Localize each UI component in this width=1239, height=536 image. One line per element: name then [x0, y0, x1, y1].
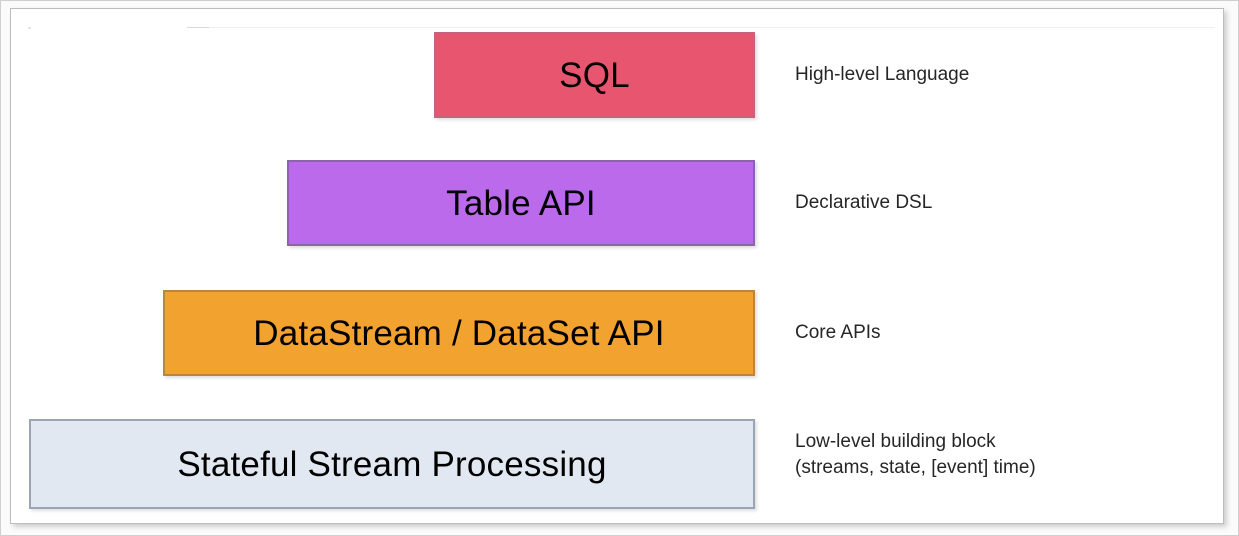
layer-note-datastream-dataset-api: Core APIs: [795, 322, 881, 343]
layer-note-stateful-stream-processing: Low-level building block (streams, state…: [795, 431, 1036, 478]
layer-label-sql: SQL: [559, 55, 630, 95]
slide-top-rule-accent: [187, 27, 209, 28]
layer-note-table-api: Declarative DSL: [795, 192, 933, 213]
layer-label-table-api: Table API: [446, 183, 596, 223]
layer-box-table-api: Table API: [287, 160, 755, 246]
slide-corner-mark: [28, 27, 31, 29]
slide-top-rule: [187, 27, 1215, 28]
layer-label-stateful-stream-processing: Stateful Stream Processing: [177, 444, 607, 484]
layer-box-stateful-stream-processing: Stateful Stream Processing: [29, 419, 755, 509]
layer-note-sql: High-level Language: [795, 64, 970, 85]
layer-label-datastream-dataset-api: DataStream / DataSet API: [253, 313, 665, 353]
layer-box-datastream-dataset-api: DataStream / DataSet API: [163, 290, 755, 376]
layer-box-sql: SQL: [434, 32, 755, 118]
slide-canvas: SQL High-level Language Table API Declar…: [10, 8, 1224, 524]
